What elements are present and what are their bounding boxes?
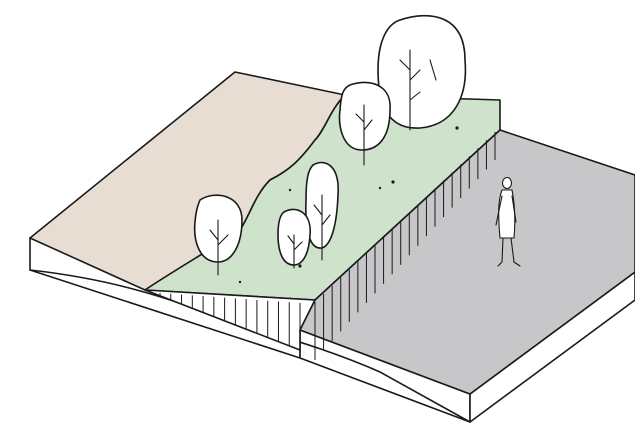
tree-large-back — [378, 16, 465, 130]
